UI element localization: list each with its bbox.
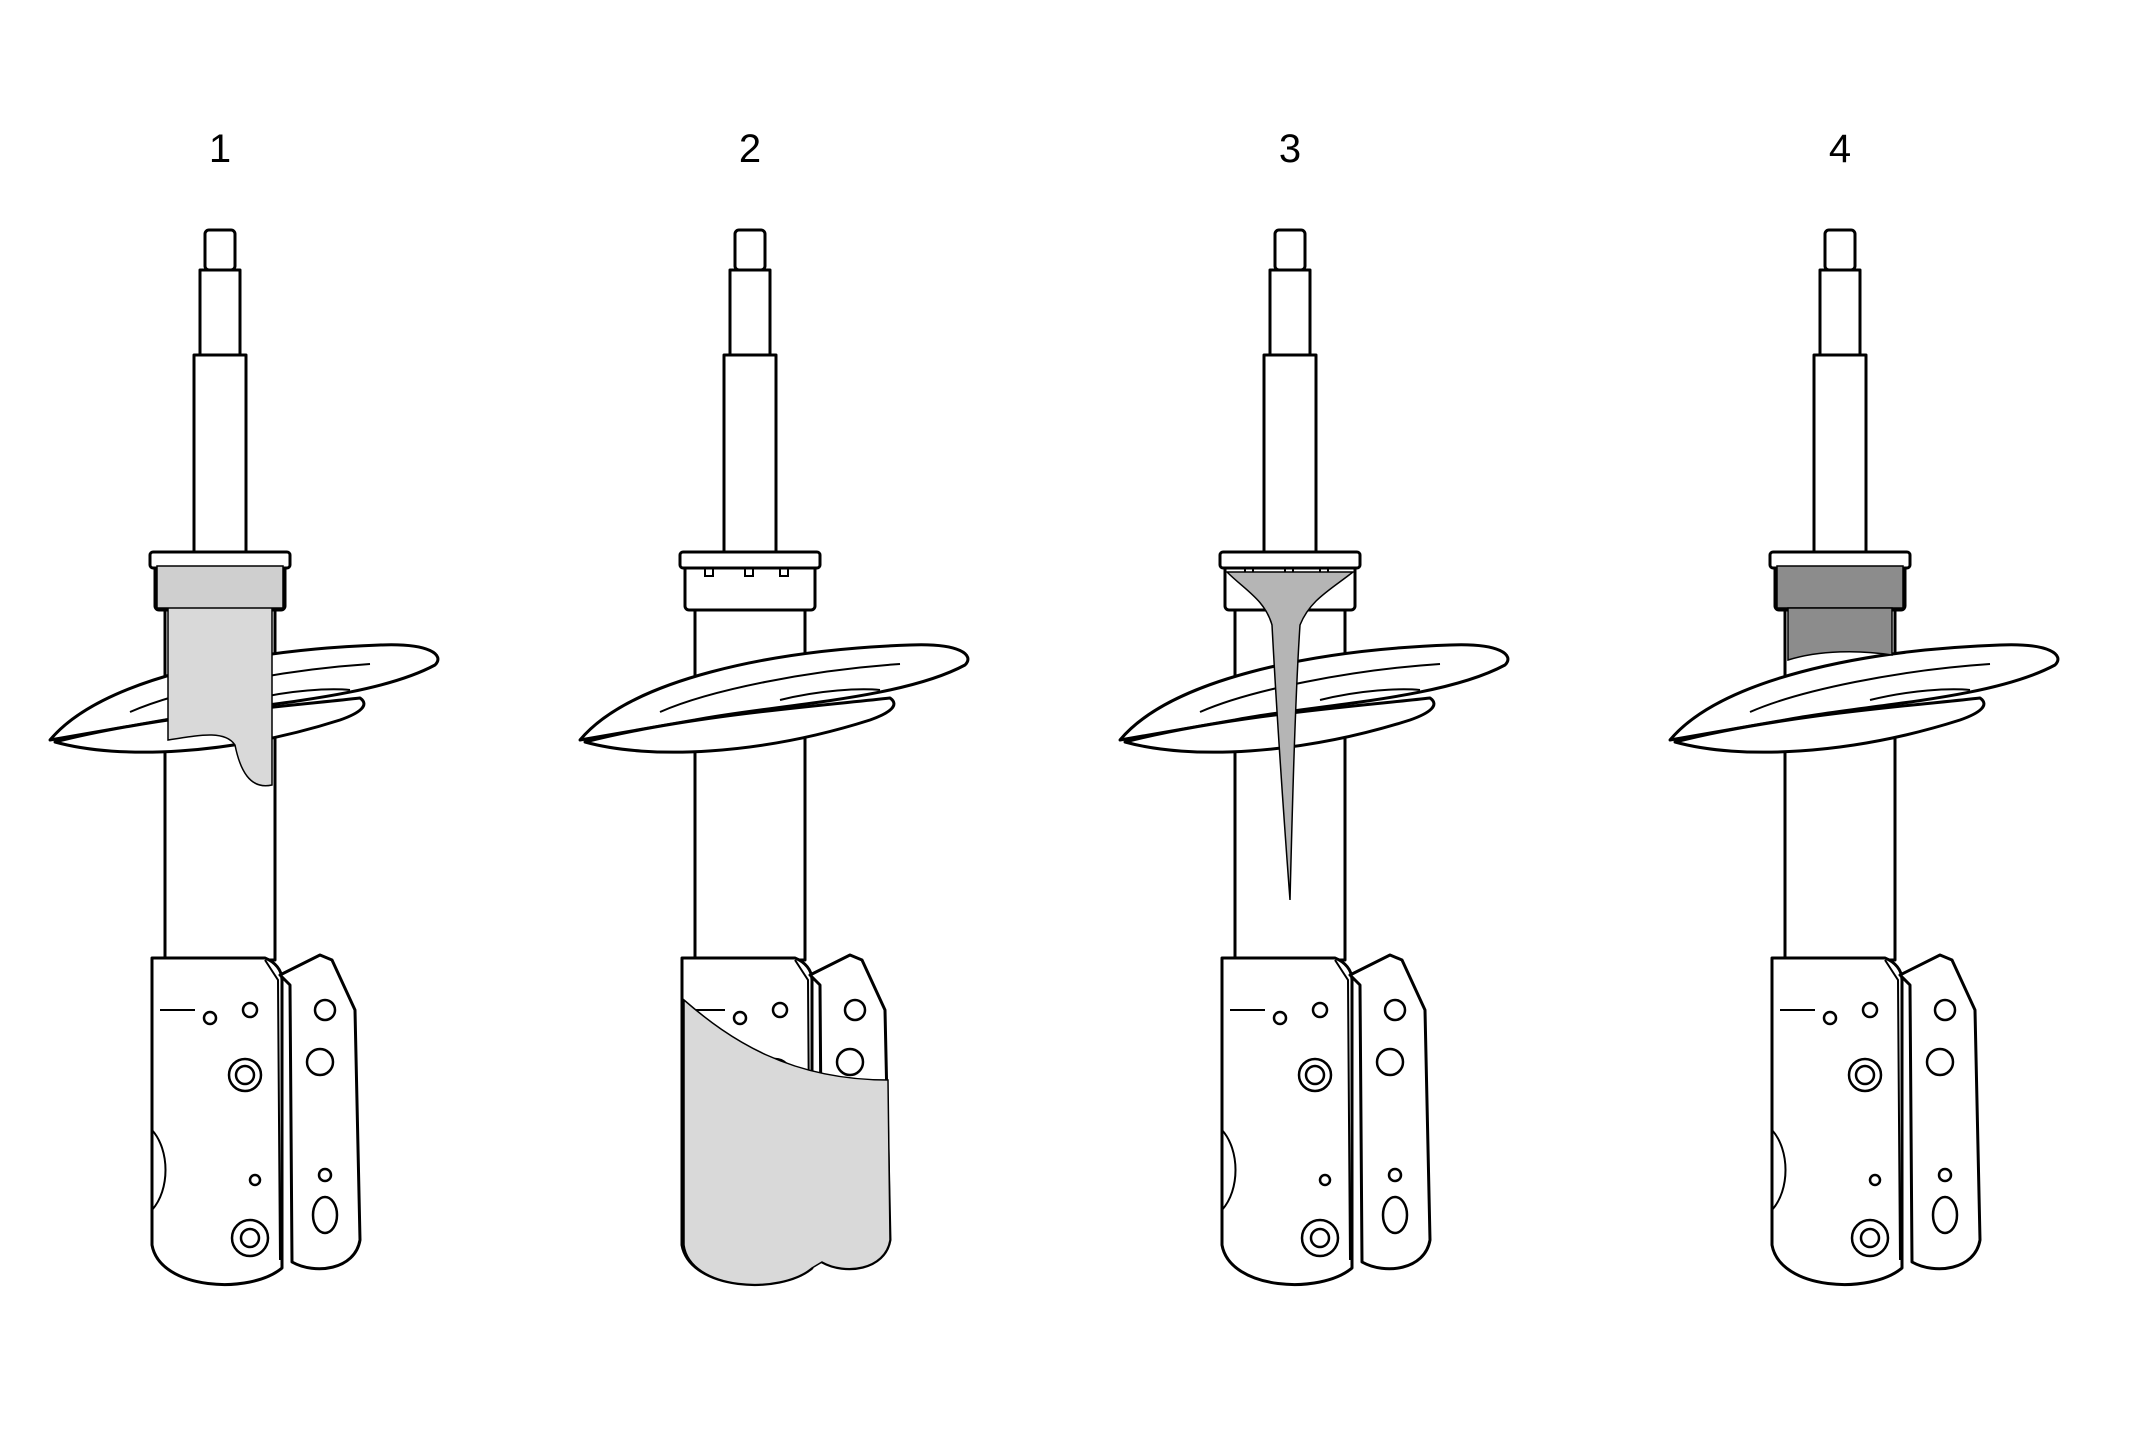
seal-housing-stain bbox=[1776, 565, 1904, 609]
strut-2: 2 bbox=[578, 127, 970, 1287]
fluid-streak bbox=[1225, 571, 1356, 901]
strut-1: 1 bbox=[48, 127, 440, 1287]
strut-3: 3 bbox=[1118, 127, 1510, 1287]
fluid-stain bbox=[683, 998, 891, 1286]
strut-4: 4 bbox=[1668, 127, 2060, 1287]
fluid-stain bbox=[167, 604, 273, 787]
seal-housing-stain bbox=[156, 565, 284, 609]
strut-label: 3 bbox=[1279, 127, 1301, 171]
fluid-stain bbox=[1787, 607, 1893, 662]
strut-label: 2 bbox=[739, 127, 761, 171]
strut-label: 1 bbox=[209, 127, 231, 171]
strut-label: 4 bbox=[1829, 127, 1851, 171]
